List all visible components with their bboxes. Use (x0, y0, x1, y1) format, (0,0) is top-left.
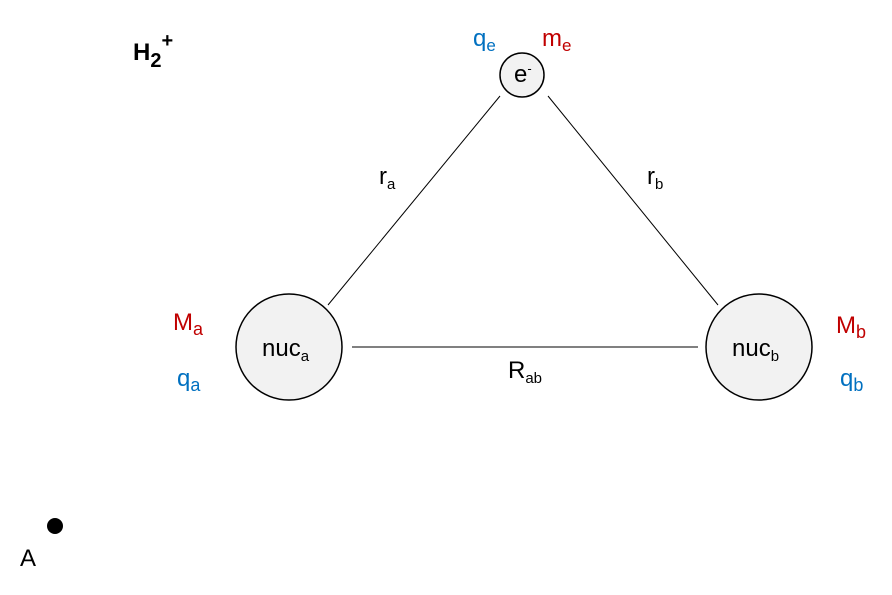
electron-mass-label: me (542, 25, 571, 55)
nucleus-b-node: nucb (705, 293, 813, 401)
nucleus-a-charge-label: qa (177, 365, 201, 395)
nucleus-a-node: nuca (235, 293, 343, 401)
electron-circle (499, 52, 545, 98)
origin-label: A (20, 545, 36, 572)
line-r-a (327, 95, 501, 306)
electron-node: e- (499, 52, 545, 98)
nucleus-b-circle (705, 293, 813, 401)
nucleus-a-mass-label: Ma (173, 309, 204, 339)
distance-r-a-label: ra (379, 163, 396, 193)
line-r-b (547, 95, 719, 306)
distance-r-b-label: rb (647, 163, 663, 193)
nucleus-b-label: nucb (732, 335, 779, 365)
diagram-title: H2+ (133, 30, 173, 72)
distance-r-ab-label: Rab (508, 357, 542, 387)
origin-point (47, 518, 63, 534)
nucleus-a-label: nuca (262, 335, 310, 365)
electron-charge-label: qe (473, 25, 496, 55)
electron-label: e- (514, 61, 532, 88)
nucleus-b-charge-label: qb (840, 365, 863, 395)
nucleus-b-mass-label: Mb (836, 312, 866, 342)
nucleus-a-circle (235, 293, 343, 401)
